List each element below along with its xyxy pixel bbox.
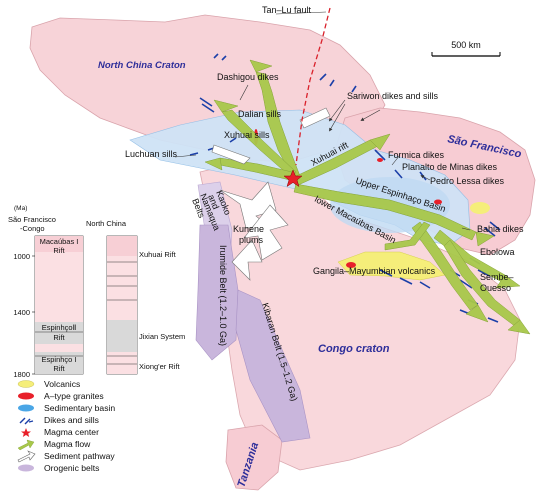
legend-basin-swatch xyxy=(18,404,34,412)
label-north-china-craton: North China Craton xyxy=(98,60,186,71)
label-formica-dikes: Formica dikes xyxy=(388,150,445,160)
timeline-unit: (Ma) xyxy=(14,205,27,212)
legend-magma-flow-icon xyxy=(17,439,35,451)
left-unit-1-line2: Rift xyxy=(53,246,65,255)
a-type-granite-1 xyxy=(346,262,356,268)
label-dashigou-dikes: Dashigou dikes xyxy=(217,72,279,82)
label-bahia-dikes: Bahia dikes xyxy=(477,224,524,234)
timeline-left-header-2: -Congo xyxy=(20,224,45,233)
label-kunene-1: Kunene xyxy=(233,224,264,234)
legend-star-icon xyxy=(21,428,31,437)
left-unit-fill-2 xyxy=(35,322,83,344)
label-kunene-2: plums xyxy=(239,235,264,245)
legend-orogenic-label: Orogenic belts xyxy=(44,463,99,473)
right-unit-fill-2 xyxy=(107,256,137,320)
magma-center-star xyxy=(283,169,303,188)
legend-volcanics-label: Volcanics xyxy=(44,379,80,389)
legend-dikes-icon xyxy=(19,417,34,425)
timeline-left-header-1: São Francisco xyxy=(8,215,56,224)
label-pedro-lessa-dikes: Pedro Lessa dikes xyxy=(430,176,505,186)
legend: Volcanics A–type granites Sedimentary ba… xyxy=(17,379,115,473)
label-planalto-dikes: Planalto de Minas dikes xyxy=(402,162,498,172)
left-unit-3-line2: Rift xyxy=(53,364,65,373)
a-type-granite-2 xyxy=(434,199,442,205)
legend-dikes-label: Dikes and sills xyxy=(44,415,99,425)
legend-sediment-arrow-icon xyxy=(17,450,36,463)
left-unit-2-line2: Rift xyxy=(53,333,65,342)
left-unit-fill-3 xyxy=(35,352,83,374)
legend-granite-label: A–type granites xyxy=(44,391,104,401)
label-tan-lu-fault: Tan–Lu fault xyxy=(262,5,312,15)
legend-sediment-label: Sediment pathway xyxy=(44,451,115,461)
legend-magma-center-label: Magma center xyxy=(44,427,99,437)
label-congo-craton: Congo craton xyxy=(318,343,390,355)
label-sembe-1: Sembe– xyxy=(480,272,514,282)
label-luchuan-sills: Luchuan sills xyxy=(125,149,178,159)
magma-flow-arrows xyxy=(204,59,531,335)
label-irumide: Irumide Belt (1.2–1.0 Ga) xyxy=(218,245,228,346)
scale-bar-label: 500 km xyxy=(451,40,481,50)
irumide-belt xyxy=(195,224,239,361)
right-unit-fill-3 xyxy=(107,320,137,352)
label-ebolowa: Ebolowa xyxy=(480,247,515,257)
tanzania-craton-shape xyxy=(225,424,283,491)
timeline-tick-1400: 1400 xyxy=(13,308,30,317)
label-gangila: Gangila–Mayumbian volcanics xyxy=(313,266,436,276)
timeline-panel: (Ma) São Francisco -Congo North China xyxy=(8,205,185,379)
label-xuhuai-sills: Xuhuai sills xyxy=(224,130,270,140)
left-unit-fill-gap xyxy=(35,344,83,352)
label-sariwon: Sariwon dikes and sills xyxy=(347,91,439,101)
right-unit-jixian: Jixian System xyxy=(139,332,185,341)
timeline-right-header: North China xyxy=(86,219,127,228)
timeline-tick-1000: 1000 xyxy=(13,252,30,261)
a-type-granite-4 xyxy=(377,158,383,162)
legend-magma-flow-label: Magma flow xyxy=(44,439,91,449)
left-unit-3-line1: Espinhço I xyxy=(41,355,76,364)
label-sembe-2: Ouesso xyxy=(480,283,511,293)
right-unit-fill-4 xyxy=(107,352,137,374)
timeline-tick-1800: 1800 xyxy=(13,370,30,379)
legend-volcanics-swatch xyxy=(17,380,35,388)
legend-orogenic-swatch xyxy=(18,464,34,472)
sediment-pathway-arrows xyxy=(211,107,331,281)
left-unit-2-line1: EspinhçoⅡ xyxy=(42,323,77,332)
right-unit-xionger: Xiong'er Rift xyxy=(139,362,181,371)
tan-lu-fault-line xyxy=(295,7,331,166)
left-unit-fill-1 xyxy=(35,236,83,252)
left-unit-fill-rift xyxy=(35,252,83,322)
legend-granite-swatch xyxy=(18,392,34,400)
scale-bar: 500 km xyxy=(431,40,501,57)
kibaran-belt xyxy=(235,289,311,443)
volcanics-east xyxy=(470,202,490,214)
left-unit-1-line1: Macaúbas I xyxy=(40,237,79,246)
right-unit-xuhuai: Xuhuai Rift xyxy=(139,250,177,259)
label-dalian-sills: Dalian sills xyxy=(238,109,282,119)
right-unit-fill-1 xyxy=(107,236,137,256)
legend-basin-label: Sedimentary basin xyxy=(44,403,115,413)
leader-lines xyxy=(174,11,471,231)
